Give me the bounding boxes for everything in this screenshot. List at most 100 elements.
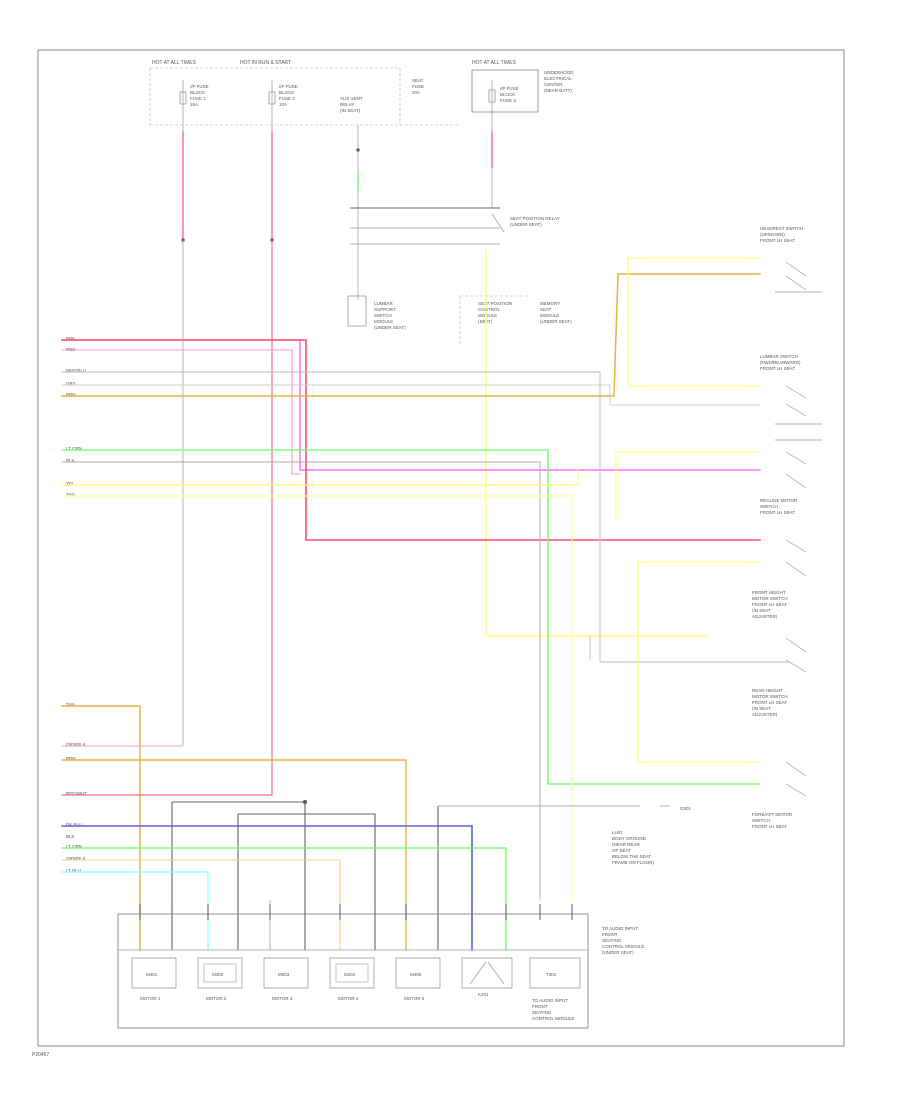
- wire-ltblue: [61, 871, 209, 951]
- module-foot-2: FRONT: [532, 1004, 548, 1009]
- lumbar-module-3: SWITCH: [374, 313, 392, 318]
- switch1-label-2: (UP/DOWN): [760, 232, 785, 237]
- low-label-orn-blk-2: ORN/BLK: [66, 856, 86, 861]
- right-fuse-3: FUSE 3: [500, 98, 516, 103]
- switch2-label-2: (FWD/REARWARD): [760, 360, 801, 365]
- lumbar-module-5: (UNDER SEAT): [374, 325, 406, 330]
- memory-note-4: (UNDER SEAT): [540, 319, 572, 324]
- seat-module-2: CONTROL: [478, 307, 500, 312]
- black-splice: [303, 800, 307, 804]
- relay-label-2: (UNDER SEAT): [510, 222, 542, 227]
- wire-grey-2: [61, 384, 761, 406]
- wire-label-pnk: PNK: [66, 336, 75, 341]
- wire-ltgreen: [61, 449, 761, 785]
- module-foot-3: SEATING: [532, 1010, 552, 1015]
- lumbar-module-2: SUPPORT: [374, 307, 396, 312]
- low-label-blk: BLK: [66, 834, 75, 839]
- wire-yellow-sw3: [615, 451, 761, 521]
- right-fuse-note-1: UNDERHOOD: [544, 70, 574, 75]
- relay-node-top: [356, 148, 360, 152]
- motor-3-name: MOTOR 3: [272, 996, 293, 1001]
- switch4-contact-b: [785, 561, 807, 577]
- wire-black-bus: [171, 801, 306, 950]
- motor-5-id: M405: [410, 972, 422, 977]
- fuse-a-line1: I/P FUSE: [190, 84, 209, 89]
- top-power-section: HOT AT ALL TIMES HOT IN RUN & START HOT …: [149, 60, 707, 796]
- diagram-border: [37, 49, 845, 1047]
- switch2-label-3: FRONT LH SEAT: [760, 366, 795, 371]
- wire-label-wht-blu: WHT/BLU: [66, 368, 86, 373]
- right-fuse-note-4: (NEAR BATT): [544, 88, 572, 93]
- tail-box: T301: [529, 957, 581, 989]
- wire-label-blk: BLK: [66, 458, 75, 463]
- right-fuse-note-2: ELECTRICAL: [544, 76, 572, 81]
- ground-note-2: BODY GROUND: [612, 836, 647, 841]
- switch1-label-1: HEADREST SWITCH: [760, 226, 803, 231]
- switch6-contact: [785, 761, 807, 777]
- lumbar-module-box: [347, 295, 367, 327]
- wire-pink-2: [61, 349, 301, 475]
- right-fuse-note-3: CENTER: [544, 82, 563, 87]
- ground-note-5: BELOW THE SEAT: [612, 854, 651, 859]
- seat-fuse-3: 20A: [412, 90, 420, 95]
- switch5-label-3: FRONT LH SEAT: [752, 700, 787, 705]
- low-label-lt-grn: LT GRN: [66, 844, 82, 849]
- right-fuse-block: [471, 69, 539, 113]
- motor-4-id: M404: [344, 972, 356, 977]
- switch4-label-1: FRONT HEIGHT: [752, 590, 786, 595]
- motor-1-id: M401: [146, 972, 158, 977]
- switch5-label-1: REAR HEIGHT: [752, 688, 783, 693]
- wire-blk-vertical: [61, 461, 541, 901]
- wire-yellow-relay: [485, 249, 707, 637]
- fuse-b-line1: I/P FUSE: [279, 84, 298, 89]
- relay-box-id: K201: [478, 992, 489, 997]
- fuse-b-line4: 10A: [279, 102, 287, 107]
- wire-blue: [61, 825, 473, 951]
- lower-harness: TAN ORN/BLK BRN RED/WHT DK BLU BLK LT GR…: [61, 702, 692, 1029]
- switch5-label-4: (IN SEAT: [752, 706, 771, 711]
- wire-label-yel: YEL: [66, 481, 75, 486]
- lumbar-module-1: LUMBAR: [374, 301, 394, 306]
- seat-fuse-1: SEAT: [412, 78, 424, 83]
- switch5-label-5: ADJUSTER): [752, 712, 778, 717]
- module-pins: [139, 904, 573, 920]
- relay-box: K201: [461, 957, 513, 997]
- wire-brown-low: [61, 759, 407, 951]
- switch2-label-1: LUMBAR SWITCH: [760, 354, 798, 359]
- wire-yellow: [61, 469, 579, 486]
- low-label-dk-blu: DK BLU: [66, 822, 82, 827]
- module-note-2: FRONT: [602, 932, 618, 937]
- motor-3-id: M403: [278, 972, 290, 977]
- fuse-a-line2: BLOCK: [190, 90, 205, 95]
- switch2-contact: [785, 385, 807, 399]
- switch6-label-3: FRONT LH SEAT: [752, 824, 787, 829]
- fuse-a-line3: FUSE 1: [190, 96, 206, 101]
- fuse-b-symbol: [268, 91, 276, 105]
- seat-module-3: MODULE: [478, 313, 497, 318]
- wire-yellow-sw4: [637, 561, 761, 763]
- switch4-label-5: ADJUSTER): [752, 614, 778, 619]
- motor-1: M401 MOTOR 1: [131, 957, 177, 1001]
- ground-id: G301: [680, 806, 692, 811]
- switch5-contact: [785, 637, 807, 653]
- wire-brown: [61, 273, 761, 397]
- switch3-label-1: RECLINE MOTOR: [760, 498, 798, 503]
- switch2-contact-b: [785, 403, 807, 417]
- low-label-orn-blk: ORN/BLK: [66, 742, 86, 747]
- lumbar-module-4: MODULE: [374, 319, 393, 324]
- wire-tan: [61, 495, 573, 901]
- ground-note-1: LH/G: [612, 830, 623, 835]
- harness-wires: PNK RED WHT/BLU GRY BRN LT GRN BLK YEL T…: [61, 257, 791, 901]
- memory-note-2: SEAT: [540, 307, 552, 312]
- motor-4-name: MOTOR 4: [338, 996, 359, 1001]
- motor-2: M402 MOTOR 2: [197, 957, 243, 1001]
- switch1-contact-b: [785, 275, 807, 291]
- low-label-lt-blu: LT BLU: [66, 868, 81, 873]
- relay-label-1: SEAT POSITION RELAY: [510, 216, 560, 221]
- low-label-tan: TAN: [66, 702, 75, 707]
- right-fuse-2: BLOCK: [500, 92, 515, 97]
- switch3-label-2: SWITCH: [760, 504, 778, 509]
- memory-note-1: MEMORY: [540, 301, 560, 306]
- wire-yellow-sw1: [627, 257, 761, 387]
- motor-5-name: MOTOR 5: [404, 996, 425, 1001]
